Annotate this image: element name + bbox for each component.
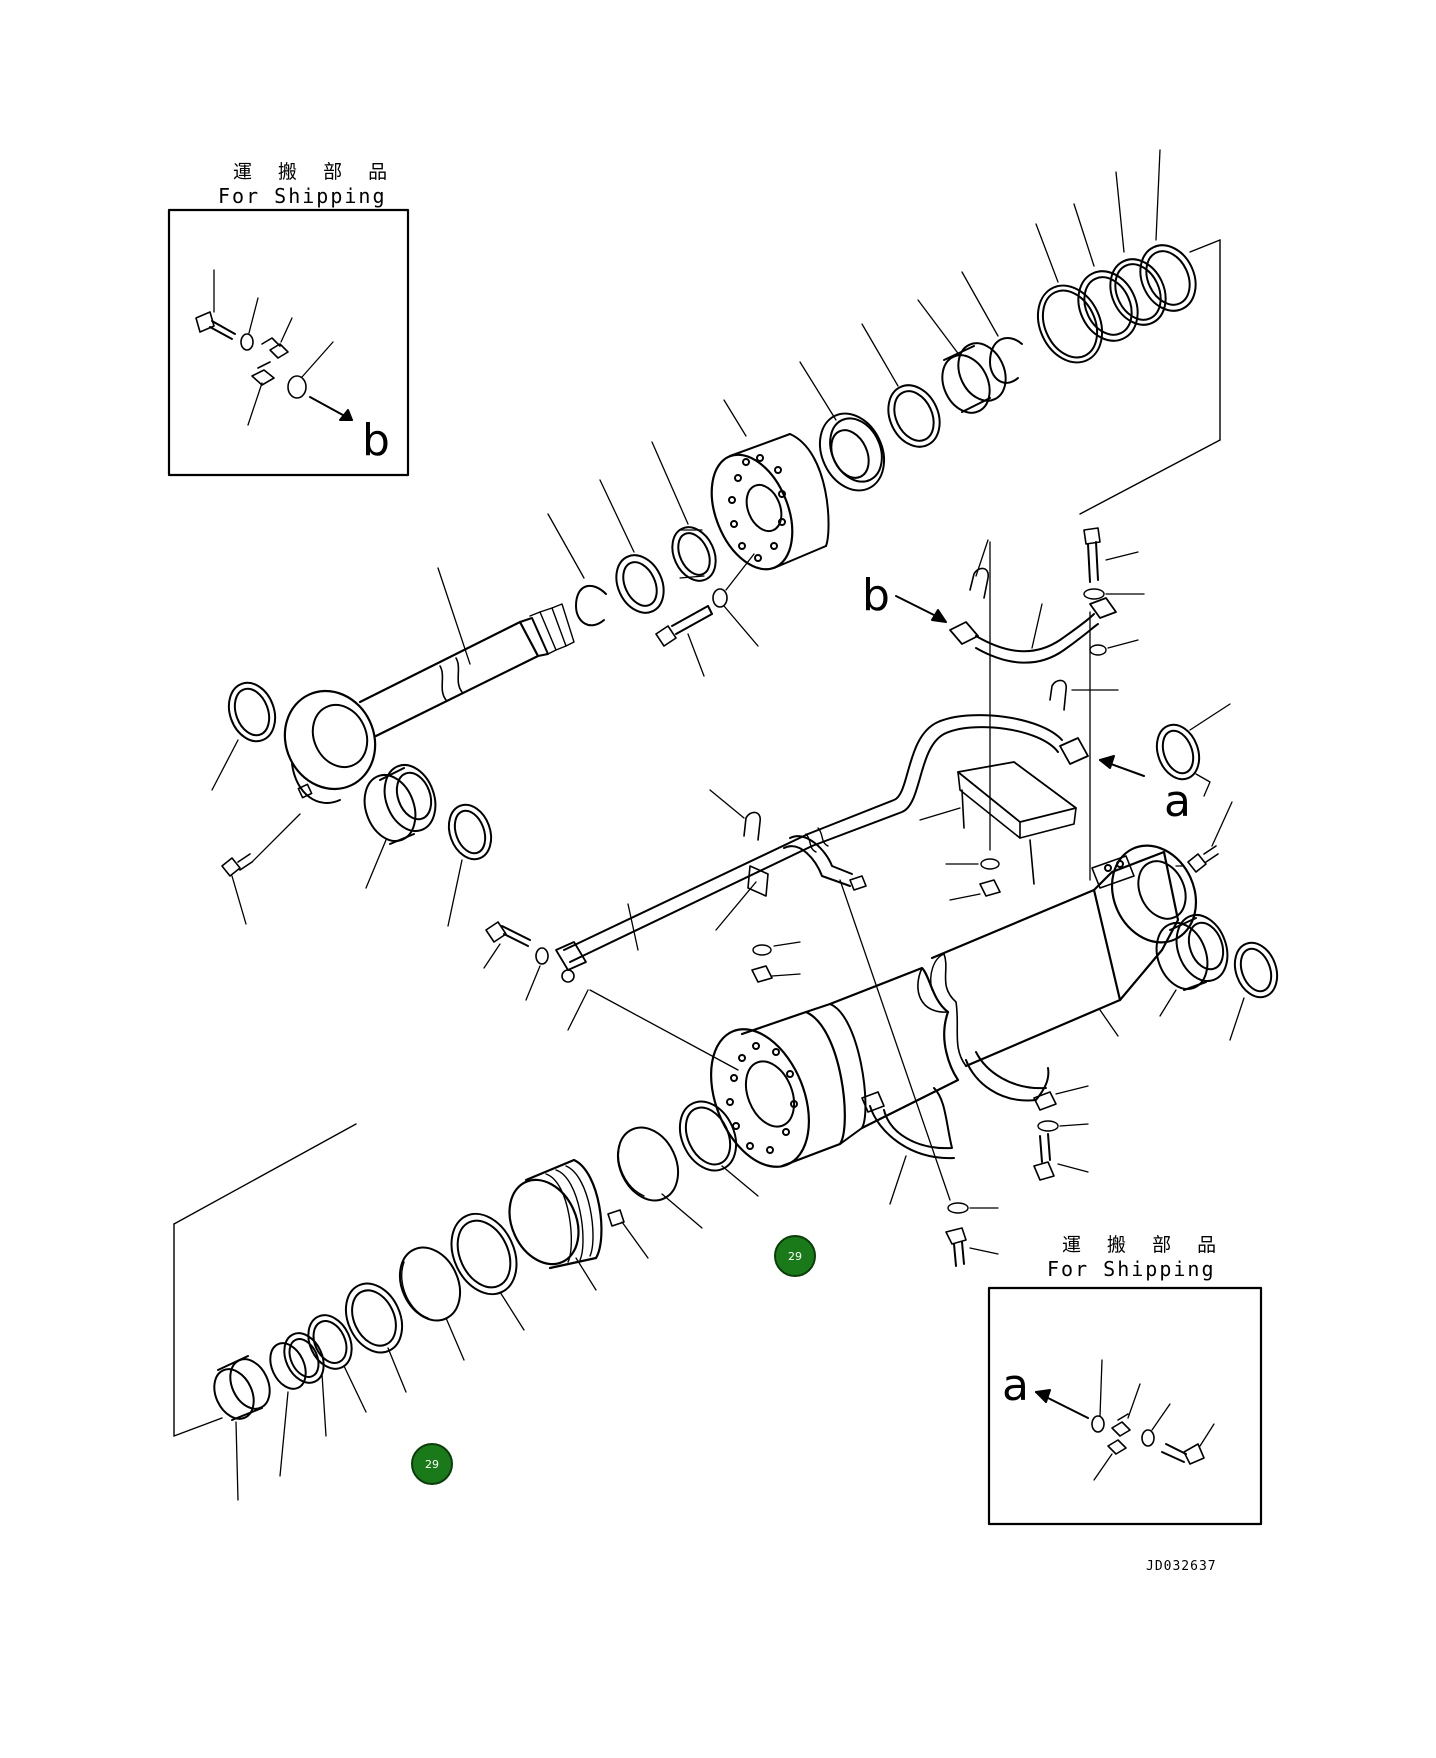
cylinder-head <box>710 399 830 647</box>
piston-seal-stack <box>173 1100 759 1501</box>
inset-top-label-jp: 運 搬 部 品 <box>233 161 397 183</box>
inset-bottom-label-jp: 運 搬 部 品 <box>1062 1234 1226 1256</box>
hotspot-marker-upper[interactable]: 29 <box>774 1235 816 1277</box>
head-seal-rings <box>547 441 717 627</box>
tube-bushing-right <box>1155 703 1279 1041</box>
hotspot-label-lower: 29 <box>425 1458 439 1471</box>
inset-top-arrow-letter: b <box>362 415 390 466</box>
rod-seal-stack <box>799 149 1221 515</box>
inset-top-label-en: For Shipping <box>218 184 387 208</box>
pipe-bracket <box>919 541 1091 901</box>
hydraulic-pipe-long: a <box>555 714 1191 1031</box>
tube-clamp-upper <box>715 835 951 1201</box>
piston-rod <box>221 567 575 925</box>
inset-bottom-arrow-letter: a <box>1002 1360 1029 1411</box>
callout-b: b <box>862 570 890 621</box>
head-bolt-icon <box>655 605 713 677</box>
shipping-inset-bottom: 運 搬 部 品 For Shipping a <box>987 1234 1263 1526</box>
hotspot-marker-lower[interactable]: 29 <box>411 1443 453 1485</box>
rod-bushing <box>363 764 493 927</box>
rod-dust-seal <box>211 681 277 791</box>
pipe-end-bolt-icon <box>483 921 549 1001</box>
tube-clamps-lower <box>861 1051 1089 1267</box>
hydraulic-pipe-upper: b <box>862 527 1145 711</box>
bolt-icon <box>195 269 236 340</box>
hotspot-label-upper: 29 <box>788 1250 802 1263</box>
inset-bottom-label-en: For Shipping <box>1047 1257 1216 1281</box>
drawing-code: JD032637 <box>1146 1559 1217 1574</box>
callout-a: a <box>1164 776 1191 827</box>
cylinder-tube <box>709 801 1233 1168</box>
shipping-inset-top: 運 搬 部 品 For Shipping b <box>167 161 410 477</box>
